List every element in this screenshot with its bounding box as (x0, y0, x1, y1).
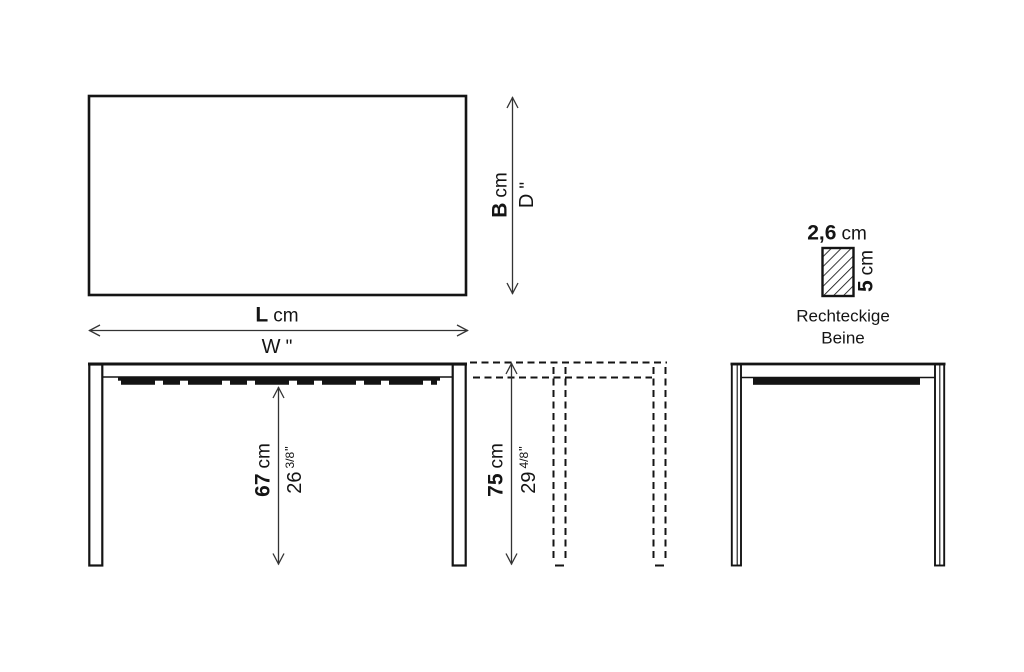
clearance-dimension-arrow (272, 386, 285, 566)
clearance-imperial-value: 26 (284, 471, 306, 494)
front-right-leg (451, 363, 467, 567)
length-dimension-arrow (88, 324, 469, 337)
clearance-imperial-fraction: 3/8 (283, 451, 297, 469)
leg-depth-label: 5 cm (854, 249, 878, 293)
leg-cross-section (821, 246, 855, 298)
front-view (88, 362, 467, 567)
length-metric-value: L (255, 303, 269, 327)
clearance-imperial-label: 26 3/8" (282, 446, 306, 494)
leg-depth-value: 5 (854, 280, 878, 293)
length-metric-unit: cm (273, 305, 299, 327)
depth-imperial-unit: " (517, 181, 538, 189)
height-metric-unit: cm (486, 443, 508, 469)
clearance-metric-value: 67 (251, 473, 275, 497)
dashed-depth-view (470, 361, 667, 567)
length-imperial-value: W (261, 336, 281, 358)
height-metric-label: 75 cm (484, 443, 508, 497)
front-apron-rail (118, 377, 440, 381)
height-dimension-arrow (505, 362, 518, 566)
depth-dimension-arrow (506, 96, 519, 295)
height-metric-value: 75 (484, 473, 508, 497)
leg-depth-unit: cm (856, 249, 878, 276)
height-imperial-fraction: 4/8 (517, 451, 531, 469)
depth-metric-label: Bcm (488, 172, 512, 218)
front-left-leg (88, 363, 104, 567)
leg-caption-line2: Beine (821, 328, 865, 348)
depth-metric-value: B (488, 202, 512, 218)
side-view (730, 362, 946, 567)
top-view-outline (87, 94, 468, 297)
leg-width-value: 2,6 (807, 221, 837, 245)
clearance-imperial-unit: " (282, 446, 297, 451)
height-imperial-unit: " (516, 446, 531, 451)
depth-imperial-label: D" (516, 181, 538, 209)
length-imperial-unit: " (285, 337, 293, 358)
leg-caption-line1: Rechteckige (796, 306, 890, 326)
depth-metric-unit: cm (490, 172, 512, 198)
side-left-leg (730, 363, 742, 567)
clearance-metric-unit: cm (253, 443, 275, 469)
length-imperial-label: W" (262, 337, 293, 357)
clearance-metric-label: 67 cm (251, 443, 275, 497)
depth-imperial-value: D (516, 193, 538, 209)
side-apron-rail (753, 377, 920, 385)
leg-width-unit: cm (841, 223, 867, 245)
height-imperial-label: 29 4/8" (516, 446, 540, 494)
height-imperial-value: 29 (518, 471, 540, 494)
